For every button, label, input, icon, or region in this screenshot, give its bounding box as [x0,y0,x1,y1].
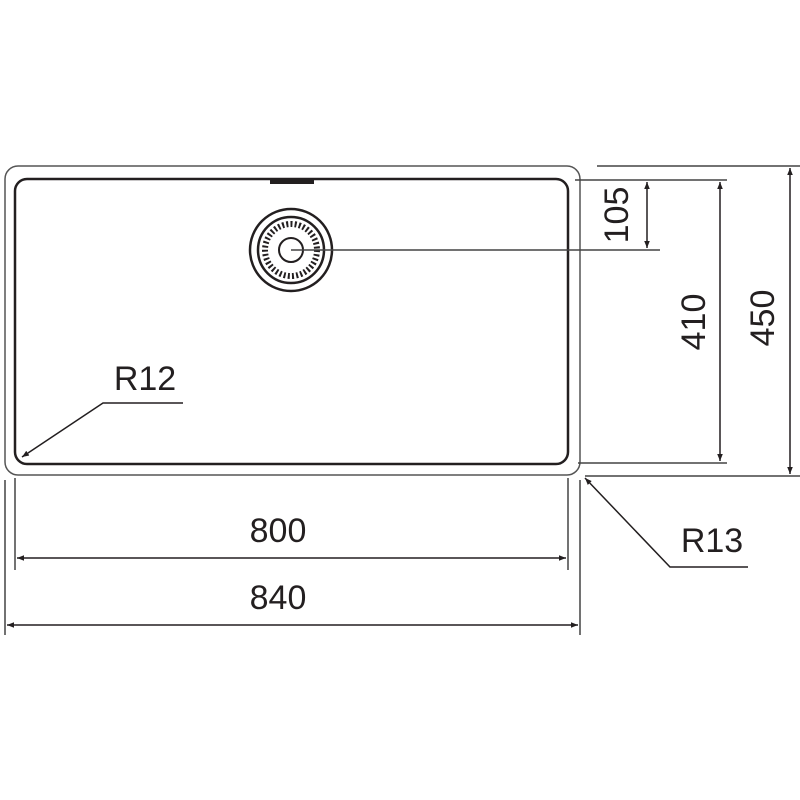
r12-leader [21,402,183,458]
outer-width-label: 840 [250,579,307,617]
sink-outer-outline [4,165,581,476]
inner-width-label: 800 [250,512,307,550]
r13-leader [584,477,748,568]
outer-depth-label: 450 [744,290,782,347]
outer-radius-label: R13 [681,522,743,560]
inner-depth-label: 410 [675,294,713,351]
drain-offset-label: 105 [598,187,636,244]
sink-bowl-outline [13,177,570,466]
inner-radius-label: R12 [114,360,176,398]
